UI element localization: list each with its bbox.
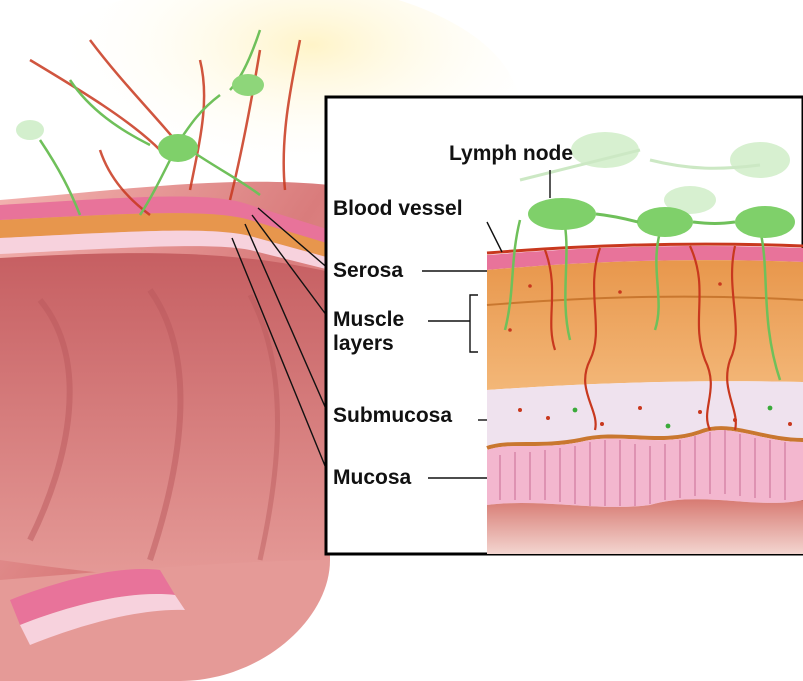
inset-lymph-node (735, 206, 795, 238)
inset-lymph-node (637, 207, 693, 237)
inset-tissue (470, 244, 803, 554)
colon-lumen (0, 253, 330, 579)
label-blood-vessel: Blood vessel (333, 197, 463, 221)
outer-lymph-node (232, 74, 264, 96)
inset-muscle (487, 260, 803, 390)
label-muscle-layers: Muscle layers (333, 308, 404, 356)
outer-lymph-node (16, 120, 44, 140)
inset-lumen (487, 499, 803, 554)
label-mucosa: Mucosa (333, 466, 411, 490)
label-lymph-node: Lymph node (449, 142, 573, 166)
label-serosa: Serosa (333, 259, 403, 283)
inset-lymph-node (528, 198, 596, 230)
label-submucosa: Submucosa (333, 404, 452, 428)
outer-lymph-node (158, 134, 198, 162)
